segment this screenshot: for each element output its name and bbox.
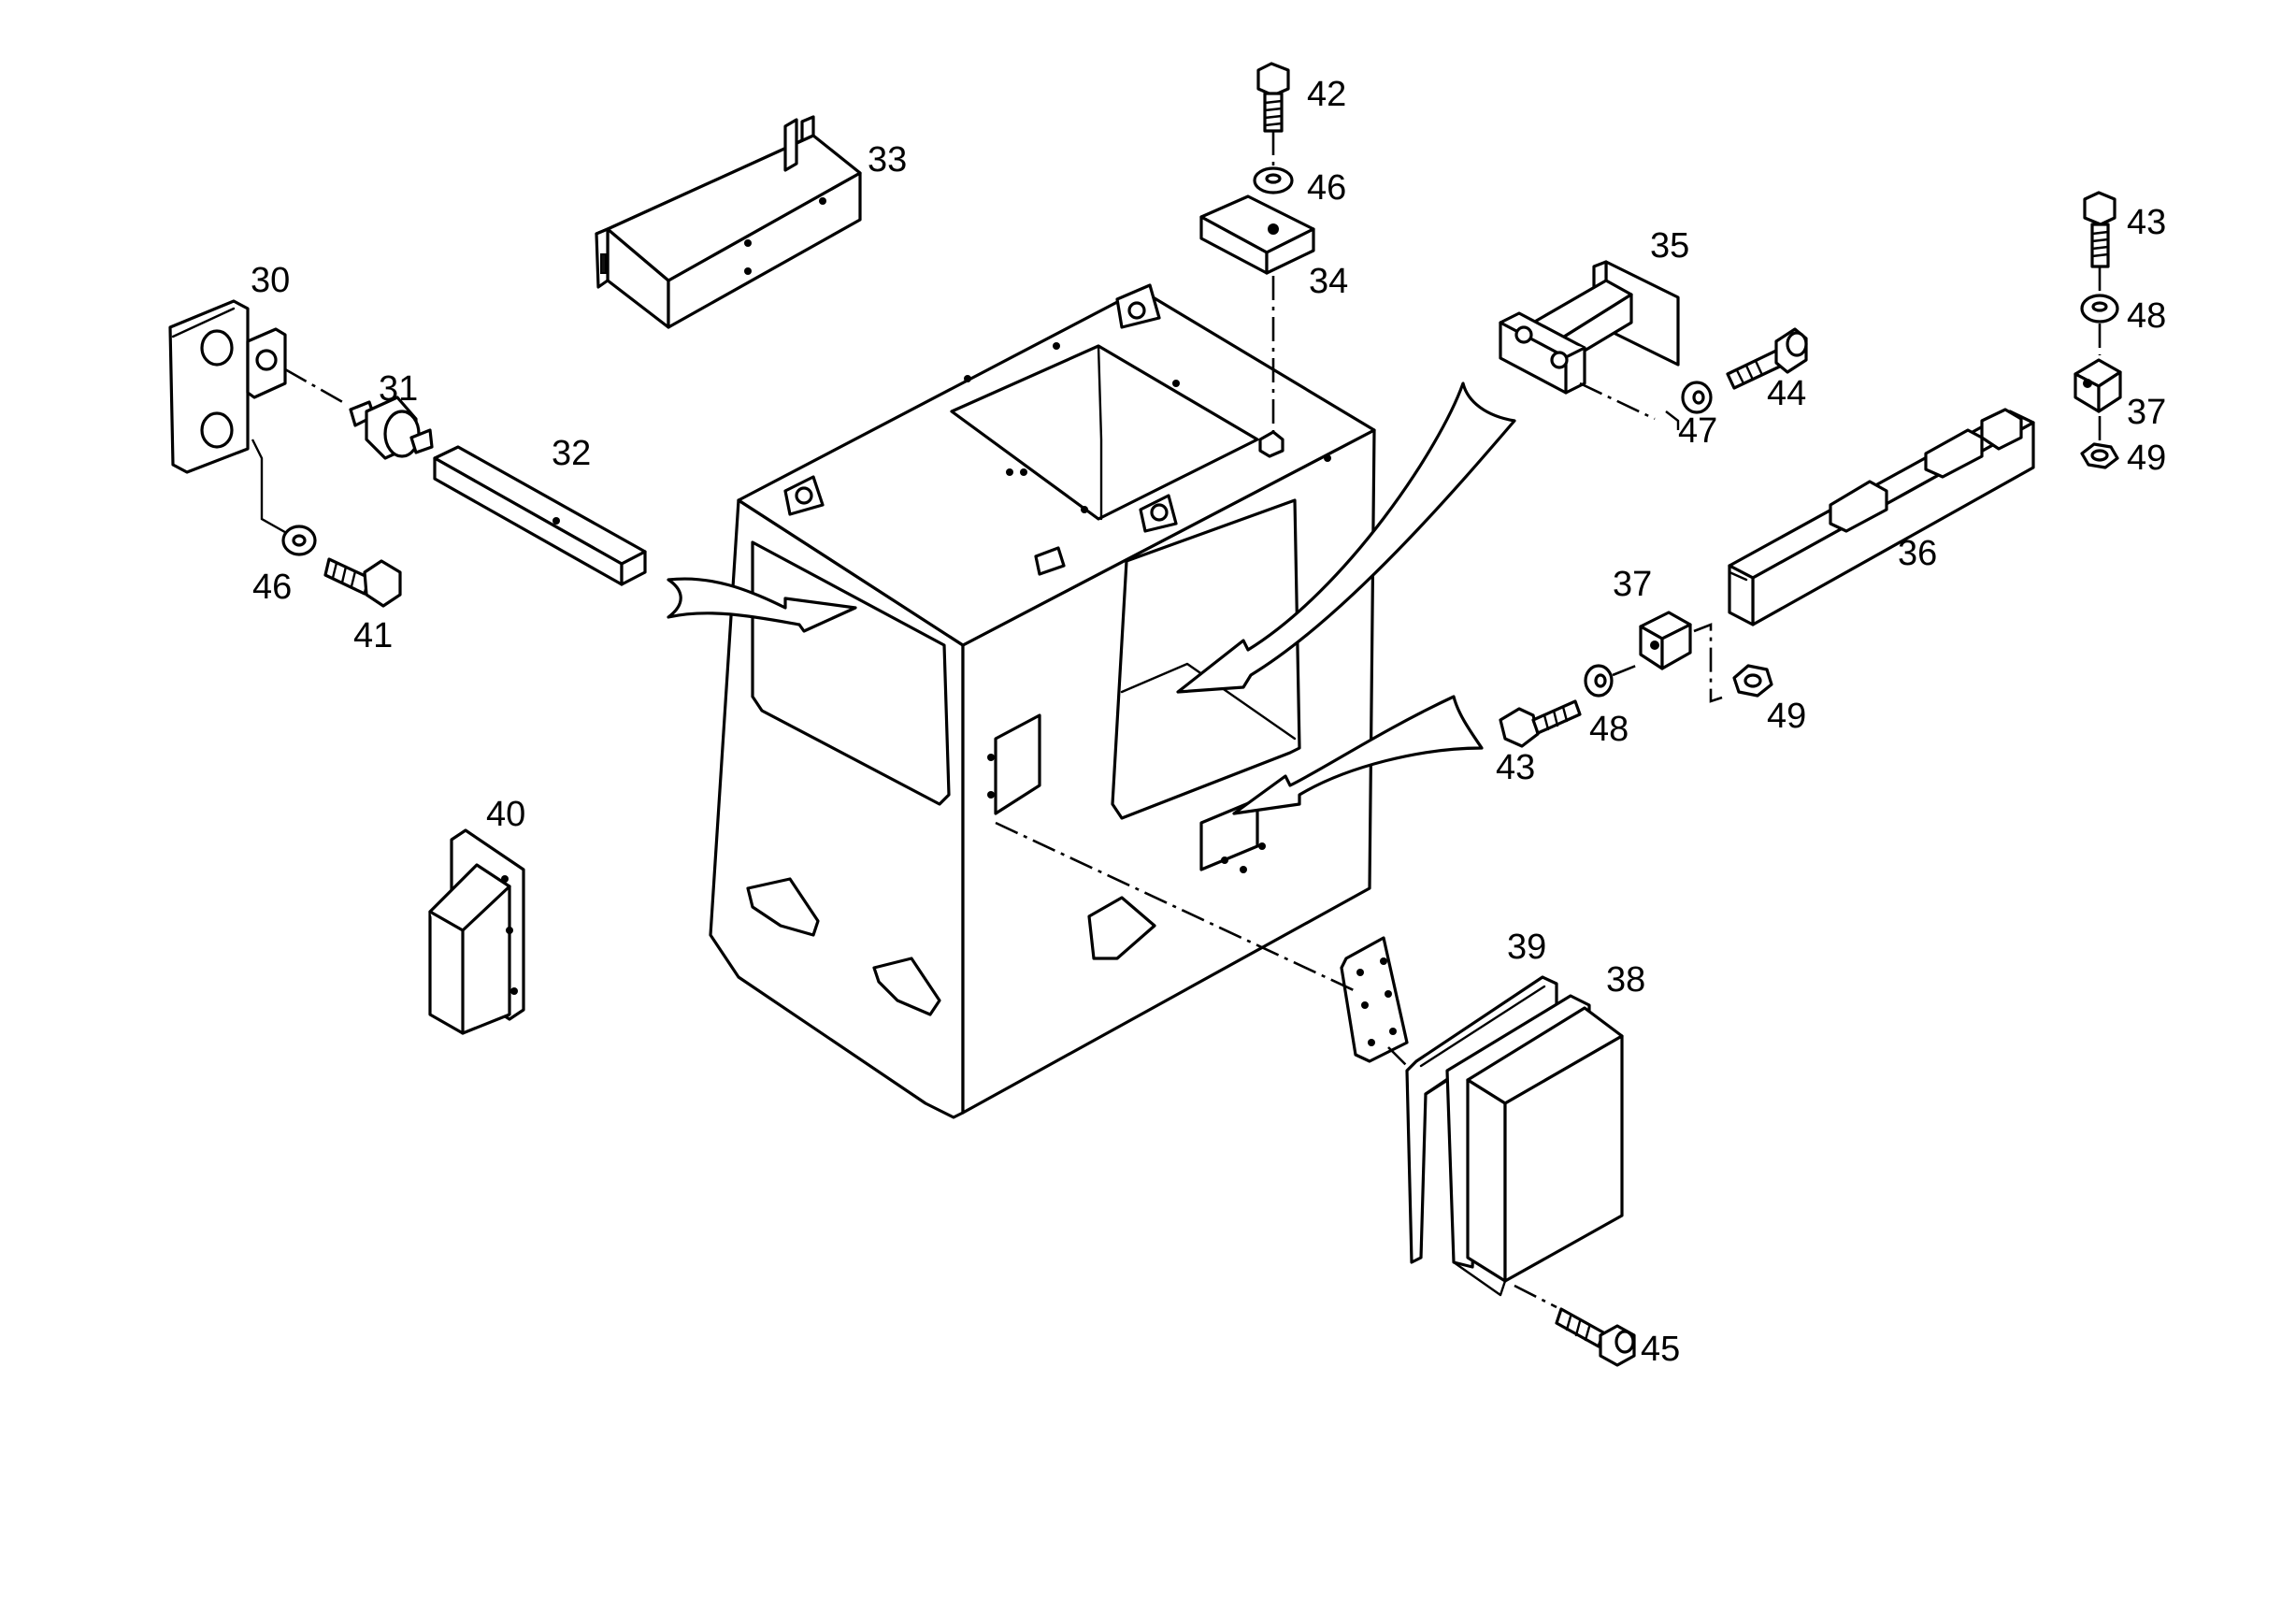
- callout-35: 35: [1650, 226, 1689, 266]
- assembly-arrows: [667, 381, 1516, 815]
- callout-38: 38: [1606, 960, 1645, 1000]
- part-45-cap-screw: [1555, 1307, 1636, 1367]
- small-cover-plate: [1340, 936, 1409, 1063]
- callout-39: 39: [1507, 928, 1546, 967]
- callout-36: 36: [1898, 534, 1937, 573]
- part-48-washer-top: [2080, 294, 2119, 324]
- callout-47: 47: [1678, 411, 1717, 451]
- callout-48-top: 48: [2127, 296, 2166, 336]
- part-38-junction-box: [1445, 994, 1624, 1297]
- callout-49-middle: 49: [1767, 697, 1806, 736]
- callout-42: 42: [1307, 75, 1346, 114]
- part-47-washer: [1681, 381, 1713, 414]
- part-49-nut-middle: [1732, 664, 1773, 698]
- cab-body: [709, 283, 1376, 1119]
- callout-44: 44: [1767, 374, 1806, 413]
- callout-45: 45: [1641, 1330, 1680, 1369]
- callout-32: 32: [552, 434, 591, 473]
- callout-33: 33: [868, 140, 907, 180]
- part-49-nut-top: [2080, 442, 2119, 469]
- callout-41: 41: [353, 616, 393, 655]
- callout-30: 30: [251, 261, 290, 300]
- callout-34: 34: [1309, 262, 1348, 301]
- callout-37-top: 37: [2127, 393, 2166, 432]
- callout-40: 40: [486, 795, 525, 834]
- part-35-mount-bracket: [1499, 260, 1680, 395]
- part-30-bracket-plate: [168, 299, 287, 474]
- part-44-cap-screw: [1726, 327, 1808, 390]
- part-48-washer-middle: [1584, 664, 1614, 698]
- part-43-bolt-top: [2083, 191, 2117, 268]
- callout-46-left: 46: [252, 568, 292, 607]
- part-33-channel-bracket: [595, 115, 862, 329]
- part-32-bar: [433, 445, 647, 586]
- callout-49-top: 49: [2127, 439, 2166, 478]
- callout-31: 31: [379, 369, 418, 409]
- part-46-washer-top: [1253, 166, 1294, 194]
- part-31-rubber-mount: [349, 396, 434, 460]
- part-34-plate: [1199, 194, 1315, 275]
- part-43-bolt-middle: [1499, 699, 1582, 748]
- part-41-bolt: [323, 557, 402, 608]
- part-37-clamp-middle: [1639, 611, 1692, 670]
- part-36-rail: [1728, 408, 2035, 626]
- callout-37-middle: 37: [1613, 565, 1652, 604]
- callout-48-middle: 48: [1589, 710, 1629, 749]
- callout-46-top: 46: [1307, 168, 1346, 208]
- part-42-bolt: [1256, 62, 1290, 133]
- callout-43-middle: 43: [1496, 748, 1535, 787]
- callout-labels: 30 31 32 33 34 35 36 37 37 38 39 40 41 4…: [251, 75, 2166, 1369]
- part-46-washer-left: [281, 525, 317, 556]
- part-37-clamp-top: [2074, 358, 2122, 413]
- callout-43-top: 43: [2127, 203, 2166, 242]
- part-40-pad: [428, 828, 525, 1035]
